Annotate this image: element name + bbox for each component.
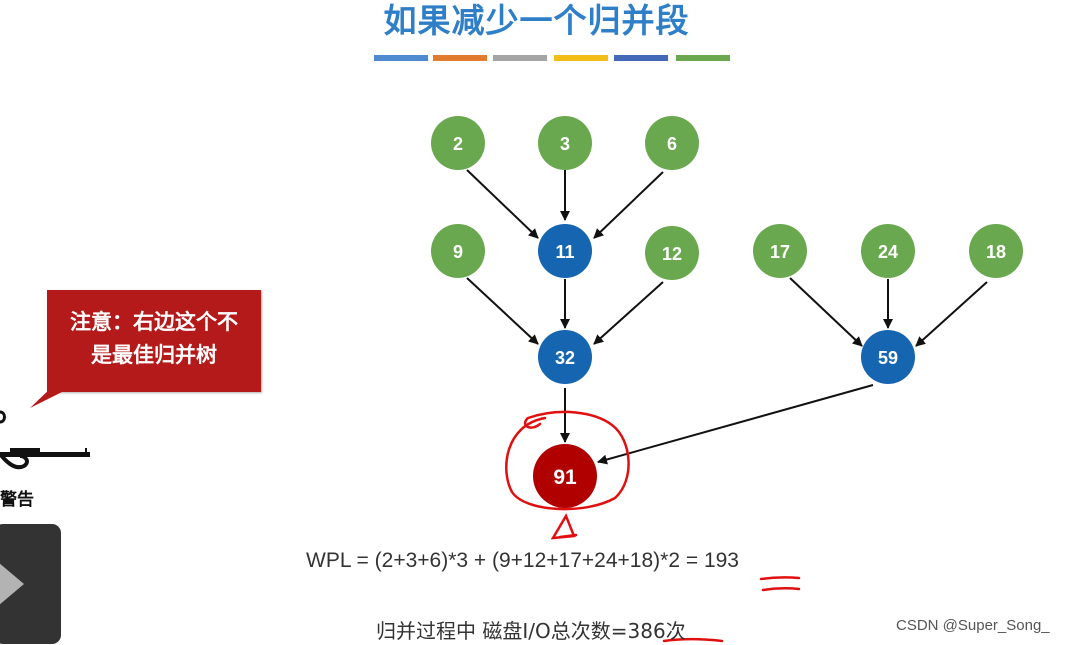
- leaf-node: 18: [969, 224, 1023, 278]
- handwritten-annotations: [505, 410, 801, 643]
- edge-12-32: [593, 281, 664, 345]
- svg-text:24: 24: [878, 242, 898, 262]
- edge-9-32: [466, 277, 539, 345]
- merge-node: 59: [861, 330, 915, 384]
- leaf-node: 6: [645, 116, 699, 170]
- leaf-node: 9: [431, 224, 485, 278]
- callout-pointer: [30, 386, 74, 408]
- slide-title: 如果减少一个归并段: [383, 1, 690, 40]
- warning-callout: 注意：右边这个不 是最佳归并树: [47, 290, 261, 392]
- sniper-figure-icon: [0, 410, 90, 470]
- io-prefix: 归并过程中 磁盘I/O总次数=: [376, 619, 628, 643]
- edge-18-59: [915, 281, 988, 347]
- leaf-node: 24: [861, 224, 915, 278]
- callout-line-1: 注意：右边这个不: [70, 310, 238, 334]
- svg-text:18: 18: [986, 242, 1006, 262]
- leaf-node: 2: [431, 116, 485, 170]
- svg-text:32: 32: [555, 348, 575, 368]
- wpl-expression: WPL = (2+3+6)*3 + (9+12+17+24+18)*2 =: [306, 549, 704, 572]
- color-bar-4: [554, 55, 608, 61]
- color-bar-5: [614, 55, 668, 61]
- root-node: 91: [533, 444, 597, 508]
- leaf-node: 17: [753, 224, 807, 278]
- svg-text:2: 2: [453, 134, 463, 154]
- svg-text:3: 3: [560, 134, 570, 154]
- merge-node: 32: [538, 330, 592, 384]
- video-play-panel[interactable]: [0, 524, 61, 644]
- color-bar-3: [493, 55, 547, 61]
- svg-text:11: 11: [555, 242, 574, 262]
- svg-text:9: 9: [453, 242, 463, 262]
- svg-text:59: 59: [878, 348, 898, 368]
- color-bar-2: [433, 55, 487, 61]
- root-circle-scribble: [505, 410, 630, 511]
- io-suffix: 次: [665, 619, 686, 643]
- leaf-node: 12: [645, 226, 699, 280]
- io-count-text: 归并过程中 磁盘I/O总次数=386次: [376, 615, 686, 644]
- io-value: 386: [627, 619, 666, 643]
- edge-17-59: [789, 277, 863, 347]
- color-bar-1: [374, 55, 428, 61]
- svg-text:17: 17: [770, 242, 790, 262]
- tree-edges: [466, 169, 988, 465]
- underline-wpl-value-2: [761, 587, 801, 592]
- underline-io-value: [662, 637, 724, 643]
- callout-line-2: 是最佳归并树: [91, 343, 217, 367]
- underline-wpl-value: [759, 576, 801, 581]
- edge-6-11: [593, 171, 664, 239]
- wpl-value: 193: [703, 549, 739, 572]
- svg-text:12: 12: [662, 244, 682, 264]
- pen-mark: [550, 513, 578, 540]
- csdn-watermark: CSDN @Super_Song_: [896, 617, 1050, 634]
- edge-2-11: [466, 169, 539, 239]
- edge-59-91: [597, 384, 874, 465]
- merge-node: 11: [538, 224, 592, 278]
- leaf-node: 3: [538, 116, 592, 170]
- wpl-formula: WPL = (2+3+6)*3 + (9+12+17+24+18)*2 = 19…: [306, 549, 739, 573]
- svg-text:6: 6: [667, 134, 677, 154]
- warning-label: 警告: [0, 490, 34, 510]
- svg-text:91: 91: [553, 466, 577, 489]
- color-bar-6: [676, 55, 730, 61]
- play-icon[interactable]: [0, 562, 24, 606]
